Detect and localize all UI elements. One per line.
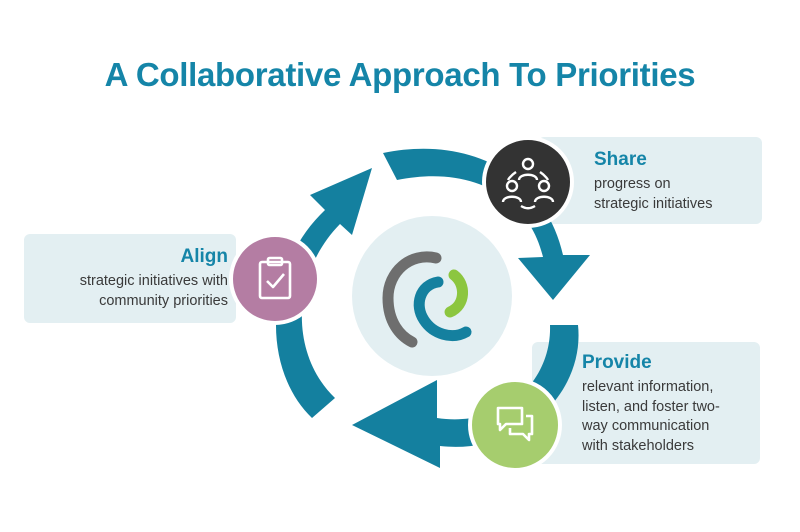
cycle-arrows: [275, 148, 590, 468]
align-card: Align strategic initiatives with communi…: [24, 234, 236, 323]
share-heading: Share: [594, 149, 647, 170]
share-text: progress on strategic initiatives: [594, 176, 713, 212]
center-circle: [352, 216, 512, 376]
align-heading: Align: [180, 246, 229, 267]
align-icon-circle: [229, 233, 321, 325]
page-title: A Collaborative Approach To Priorities: [104, 56, 696, 93]
partial-circles-logo: [382, 251, 472, 348]
arrow-bottom: [352, 325, 579, 468]
chat-bubbles-icon: [496, 406, 534, 442]
align-text: strategic initiatives with community pri…: [79, 273, 228, 309]
provide-icon-circle: [468, 378, 562, 472]
provide-heading: Provide: [582, 352, 652, 373]
logo-gray-arc: [382, 251, 442, 348]
share-card: Share progress on strategic initiatives: [538, 137, 762, 224]
people-network-icon: [501, 157, 555, 210]
share-icon-circle: [482, 136, 574, 228]
logo-blue-arc: [413, 276, 472, 341]
clipboard-check-icon: [258, 256, 292, 300]
logo-green-arc: [444, 269, 468, 318]
arrow-top-right: [383, 148, 590, 300]
arrow-left: [275, 168, 372, 418]
provide-text: relevant information, listen, and foster…: [582, 379, 720, 454]
